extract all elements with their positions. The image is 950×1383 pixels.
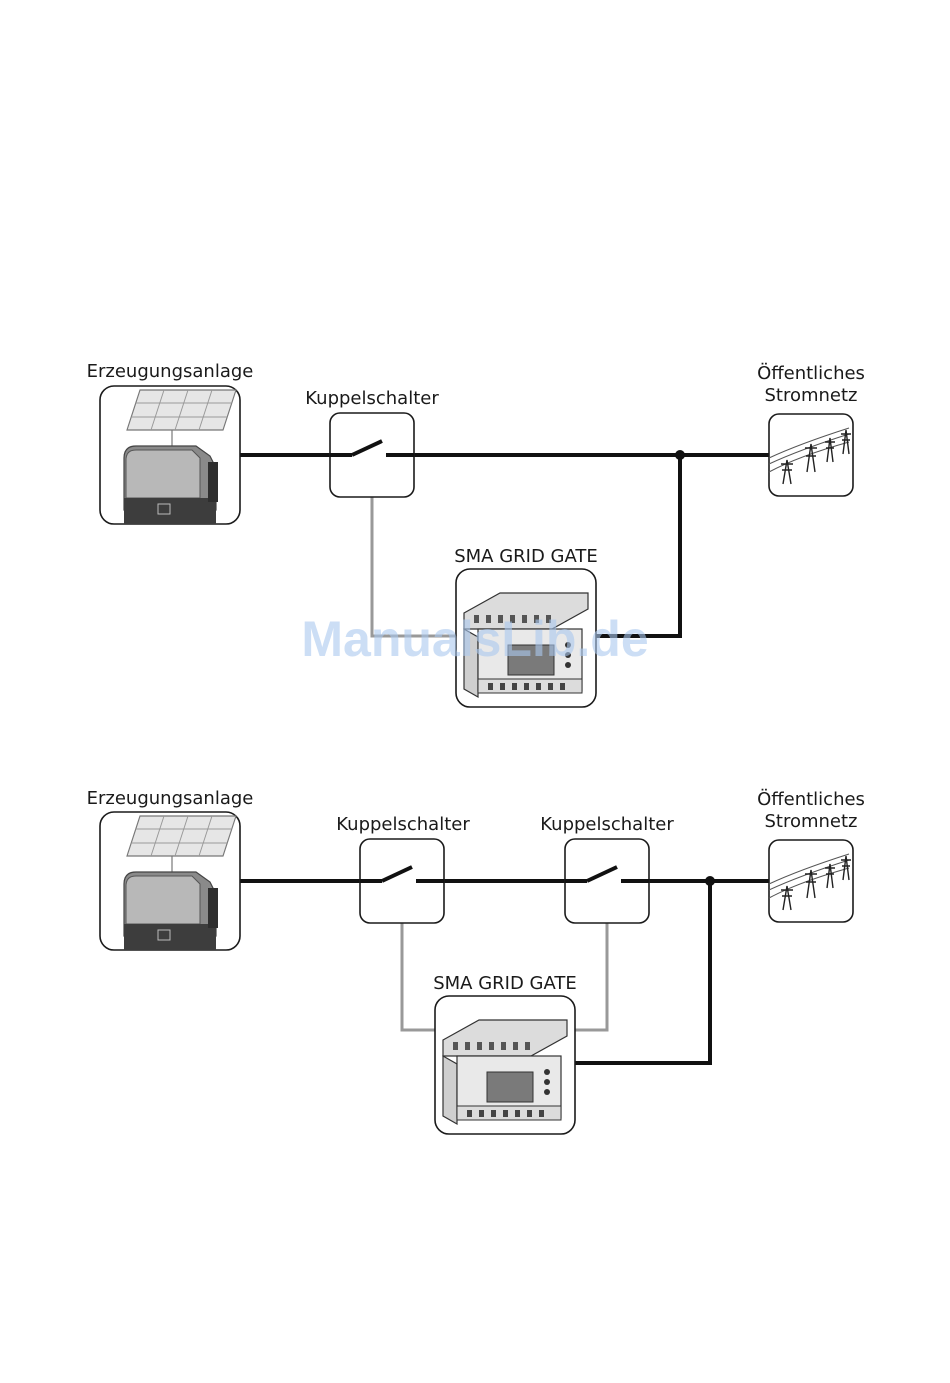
control-line-1 [402, 923, 436, 1030]
diagram-2: Erzeugungsanlage Kuppelschalter Kuppelsc… [87, 788, 865, 1134]
gate-label: SMA GRID GATE [433, 973, 577, 994]
switch-2-label: Kuppelschalter [540, 814, 674, 835]
switch-1-label: Kuppelschalter [336, 814, 470, 835]
public-grid-icon [769, 414, 853, 496]
coupling-switch-icon [330, 413, 414, 497]
grid-label-line1: Öffentliches [757, 362, 865, 384]
generator-label: Erzeugungsanlage [87, 788, 254, 809]
coupling-switch-2-icon [565, 839, 649, 923]
watermark: ManualsLib.de [301, 611, 648, 667]
switch-label: Kuppelschalter [305, 388, 439, 409]
grid-label-line1: Öffentliches [757, 788, 865, 810]
gate-label: SMA GRID GATE [454, 546, 598, 567]
generator-icon [100, 386, 240, 524]
coupling-switch-1-icon [360, 839, 444, 923]
power-line-gate [596, 455, 680, 636]
junction-dot [705, 876, 715, 886]
generator-label: Erzeugungsanlage [87, 361, 254, 382]
control-line-2 [575, 923, 607, 1030]
grid-label-line2: Stromnetz [764, 385, 857, 406]
junction-dot [675, 450, 685, 460]
grid-label-line2: Stromnetz [764, 811, 857, 832]
public-grid-icon [769, 840, 853, 922]
generator-icon [100, 812, 240, 950]
grid-gate-icon [435, 996, 575, 1134]
